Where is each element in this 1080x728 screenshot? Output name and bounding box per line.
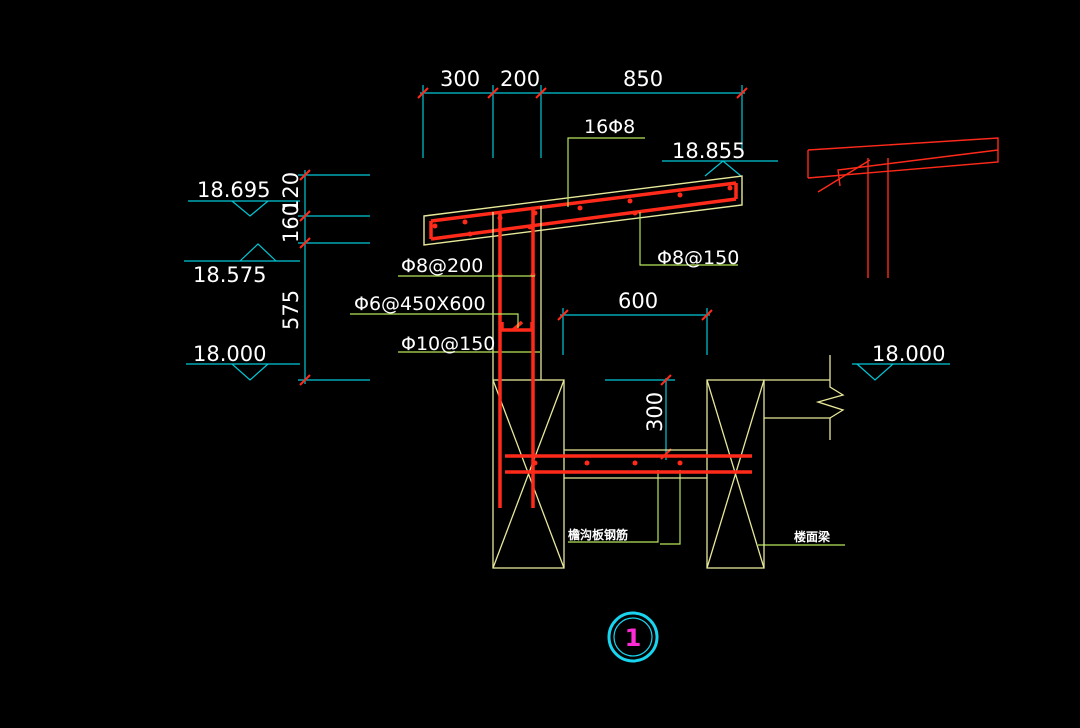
note-tie: Φ6@450X600 (354, 293, 486, 315)
depth-dimension-300 (605, 378, 675, 460)
note-column-stirrup: Φ8@200 (401, 255, 483, 277)
elevation-marker-18000-left (186, 363, 300, 381)
elevation-marker-18000-right (852, 363, 950, 381)
right-wall (706, 355, 845, 569)
corner-detail-sketch (807, 137, 999, 278)
elevation-18000-right: 18.000 (872, 342, 945, 366)
dim-300-depth: 300 (643, 392, 667, 432)
note-gutter-rebar: 檐沟板钢筋 (568, 527, 628, 542)
leader-lines (350, 137, 845, 546)
top-dimension-ticks (417, 87, 748, 99)
dim-600-span: 600 (618, 289, 658, 313)
detail-marker: 1 (607, 611, 659, 663)
note-slab-distribution: Φ8@150 (657, 247, 739, 269)
upstand-column-rebar (498, 208, 535, 332)
left-dimension-ticks (299, 169, 311, 386)
gutter-bottom-rebar (505, 454, 752, 474)
left-wall-rebar (498, 330, 535, 508)
column-bar-dots (497, 272, 536, 278)
left-dimension-chain (298, 170, 370, 384)
span-dimension-ticks (557, 309, 713, 321)
note-floor-beam: 楼面梁 (794, 529, 830, 544)
elevation-18575: 18.575 (193, 263, 266, 287)
note-top-bars: 16Φ8 (584, 116, 635, 138)
elevation-marker-18855 (662, 160, 778, 177)
detail-number: 1 (625, 624, 642, 652)
span-dimension-600 (560, 308, 710, 355)
top-dimension-chain (420, 85, 745, 158)
dim-120-side: 120 (279, 172, 303, 212)
elevation-marker-18695 (188, 200, 300, 217)
dim-200-top: 200 (500, 67, 540, 91)
elevation-18695: 18.695 (197, 178, 270, 202)
elevation-18000-left: 18.000 (193, 342, 266, 366)
dim-160-side: 160 (279, 203, 303, 243)
gutter-bottom-slab (564, 449, 707, 479)
gutter-slab-outline (423, 175, 743, 246)
slab-bar-dots (432, 185, 733, 237)
elevation-18855: 18.855 (672, 139, 745, 163)
elevation-marker-18575 (184, 243, 300, 262)
gutter-slab-rebar (429, 181, 738, 241)
dim-850-top: 850 (623, 67, 663, 91)
dim-575-side: 575 (279, 290, 303, 330)
dim-300-top: 300 (440, 67, 480, 91)
note-wall-bars: Φ10@150 (401, 333, 495, 355)
left-wall (492, 379, 565, 569)
gutter-bottom-dots (532, 460, 683, 466)
